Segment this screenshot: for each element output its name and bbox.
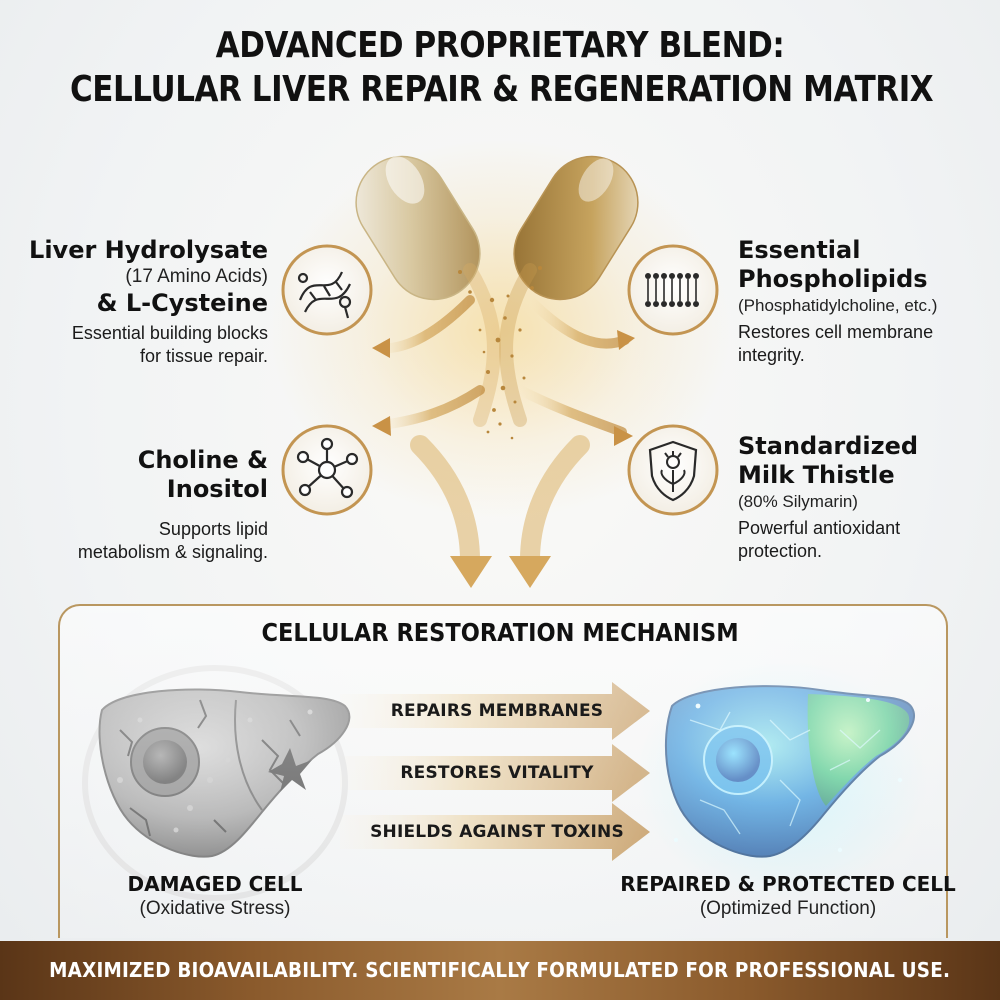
- capsule-right: [513, 155, 639, 301]
- ingredient-desc-line-1: Restores cell membrane: [738, 322, 934, 342]
- arrow-label-shields: SHIELDS AGAINST TOXINS: [370, 822, 624, 842]
- title-line-2: CELLULAR LIVER REPAIR & REGENERATION MAT…: [70, 69, 934, 110]
- ingredient-desc-line-2: integrity.: [738, 345, 805, 365]
- molecule-network-icon: [281, 424, 373, 516]
- ingredient-desc-line-2: protection.: [738, 541, 823, 561]
- molecule-strands-icon: [281, 244, 373, 336]
- ingredient-desc: Essential building blocks for tissue rep…: [20, 322, 268, 368]
- ingredient-name-line-1: Essential: [738, 236, 861, 264]
- ingredient-desc: Restores cell membrane integrity.: [738, 321, 988, 367]
- ingredient-name-line-2: Milk Thistle: [738, 461, 895, 489]
- footer-text: MAXIMIZED BIOAVAILABILITY. SCIENTIFICALL…: [0, 958, 1000, 982]
- ingredient-desc-line-1: Essential building blocks: [71, 323, 268, 343]
- damaged-cell-title: DAMAGED CELL: [127, 872, 303, 896]
- repaired-cell-title: REPAIRED & PROTECTED CELL: [620, 872, 956, 896]
- footer-text-content: MAXIMIZED BIOAVAILABILITY. SCIENTIFICALL…: [49, 958, 951, 982]
- ingredient-name-line-2: Phospholipids: [738, 265, 928, 293]
- ingredient-liver-hydrolysate: Liver Hydrolysate (17 Amino Acids) & L-C…: [20, 236, 268, 368]
- ingredient-desc-line-1: Powerful antioxidant: [738, 518, 901, 538]
- mechanism-title-text: CELLULAR RESTORATION MECHANISM: [261, 618, 739, 647]
- footer-bar: [0, 941, 1000, 1000]
- damaged-cell-sub: (Oxidative Stress): [139, 898, 291, 919]
- damaged-cell-label: DAMAGED CELL (Oxidative Stress): [80, 872, 350, 920]
- lipid-bilayer-icon: [627, 244, 719, 336]
- ingredient-milk-thistle: Standardized Milk Thistle (80% Silymarin…: [738, 432, 988, 563]
- powder-streams: [375, 263, 630, 437]
- ingredient-detail: (17 Amino Acids): [125, 266, 268, 287]
- ingredient-choline-inositol: Choline & Inositol Supports lipid metabo…: [20, 446, 268, 564]
- ingredient-detail: (Phosphatidylcholine, etc.): [738, 296, 938, 315]
- mechanism-title: CELLULAR RESTORATION MECHANISM: [0, 618, 1000, 647]
- ingredient-desc-line-1: Supports lipid: [158, 519, 268, 539]
- stream-arrowheads: [372, 330, 635, 446]
- ingredient-name-line-1: Standardized: [738, 432, 919, 460]
- thistle-shield-icon: [627, 424, 719, 516]
- ingredient-phospholipids: Essential Phospholipids (Phosphatidylcho…: [738, 236, 988, 367]
- capsule-left: [355, 155, 481, 301]
- ingredient-detail: (80% Silymarin): [738, 492, 858, 511]
- powder-particles: [458, 266, 542, 440]
- repaired-cell-label: REPAIRED & PROTECTED CELL (Optimized Fun…: [618, 872, 958, 920]
- ingredient-desc: Supports lipid metabolism & signaling.: [20, 518, 268, 564]
- mechanism-panel: [58, 604, 948, 938]
- ingredient-name-line-2: Inositol: [166, 475, 268, 503]
- ingredient-desc: Powerful antioxidant protection.: [738, 517, 988, 563]
- arrow-label-repairs: REPAIRS MEMBRANES: [390, 701, 604, 721]
- title-line-1: ADVANCED PROPRIETARY BLEND:: [215, 25, 785, 66]
- repaired-cell-sub: (Optimized Function): [699, 898, 877, 919]
- ingredient-name-2: & L-Cysteine: [96, 289, 268, 317]
- down-arrows: [410, 435, 590, 588]
- ingredient-desc-line-2: metabolism & signaling.: [77, 542, 268, 562]
- ingredient-desc-line-2: for tissue repair.: [139, 346, 268, 366]
- ingredient-name: Liver Hydrolysate: [29, 236, 268, 264]
- arrow-label-restores: RESTORES VITALITY: [400, 763, 594, 783]
- page-title: ADVANCED PROPRIETARY BLEND: CELLULAR LIV…: [0, 24, 1000, 112]
- ingredient-name-line-1: Choline &: [137, 446, 268, 474]
